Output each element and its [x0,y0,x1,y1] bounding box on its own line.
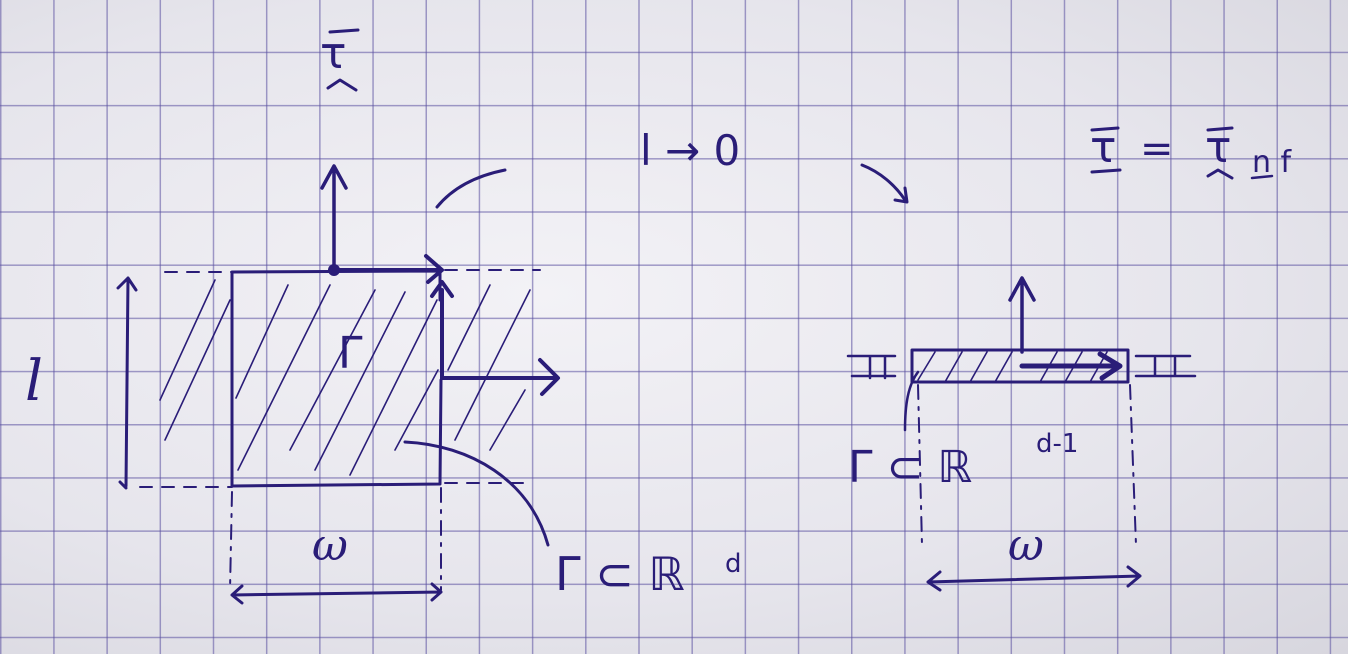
limit-label: l → 0 [640,126,740,175]
layer-width-arrow [926,565,1142,592]
layer-normal-arrow [1008,276,1036,354]
layer-right-dashes [1134,354,1197,378]
limit-arrow [860,163,909,204]
formula: τ = τ n f [1090,122,1293,180]
swoosh-mark [435,168,507,209]
layer-inclusion-label: Γ ⊂ ℝ [848,442,972,493]
height-label: l [25,349,43,414]
normal-vector-label: τ [320,28,360,92]
layer-tangent-arrow [1019,351,1123,381]
width-arrow [230,582,443,605]
left-dashdot-line [229,491,233,591]
inclusion-superscript: d [725,549,742,579]
layer-left-dashes [846,354,897,380]
limit-annotation: l → 0 [640,126,909,204]
formula-equals: = [1140,126,1174,172]
hatching [159,279,531,476]
layer-pointer [903,370,920,432]
side-right-arrow [440,358,560,396]
layer-inclusion-superscript: d-1 [1036,429,1078,459]
tangent-arrow [332,254,444,284]
layer-width-label: ω [1008,520,1044,571]
thin-layer [910,348,1130,384]
right-figure: τ = τ n f [846,122,1293,592]
side-up-arrow [430,280,454,380]
domain-label: Γ [338,328,363,379]
left-figure: τ l Γ ω Γ ⊂ ℝ d [25,28,742,605]
inclusion-label: Γ ⊂ ℝ [555,547,685,601]
formula-subscript: n f [1252,145,1293,180]
domain-rectangle [230,269,443,488]
svg-text:τ: τ [320,28,347,79]
pointer-curve [403,440,550,547]
height-arrow [116,276,138,490]
normal-vector-arrow [320,164,348,270]
top-dashed-line [164,269,541,273]
layer-left-dashdot [917,384,923,546]
bottom-dashed-line [139,482,531,488]
width-label: ω [312,520,348,571]
layer-right-dashdot [1129,384,1137,546]
